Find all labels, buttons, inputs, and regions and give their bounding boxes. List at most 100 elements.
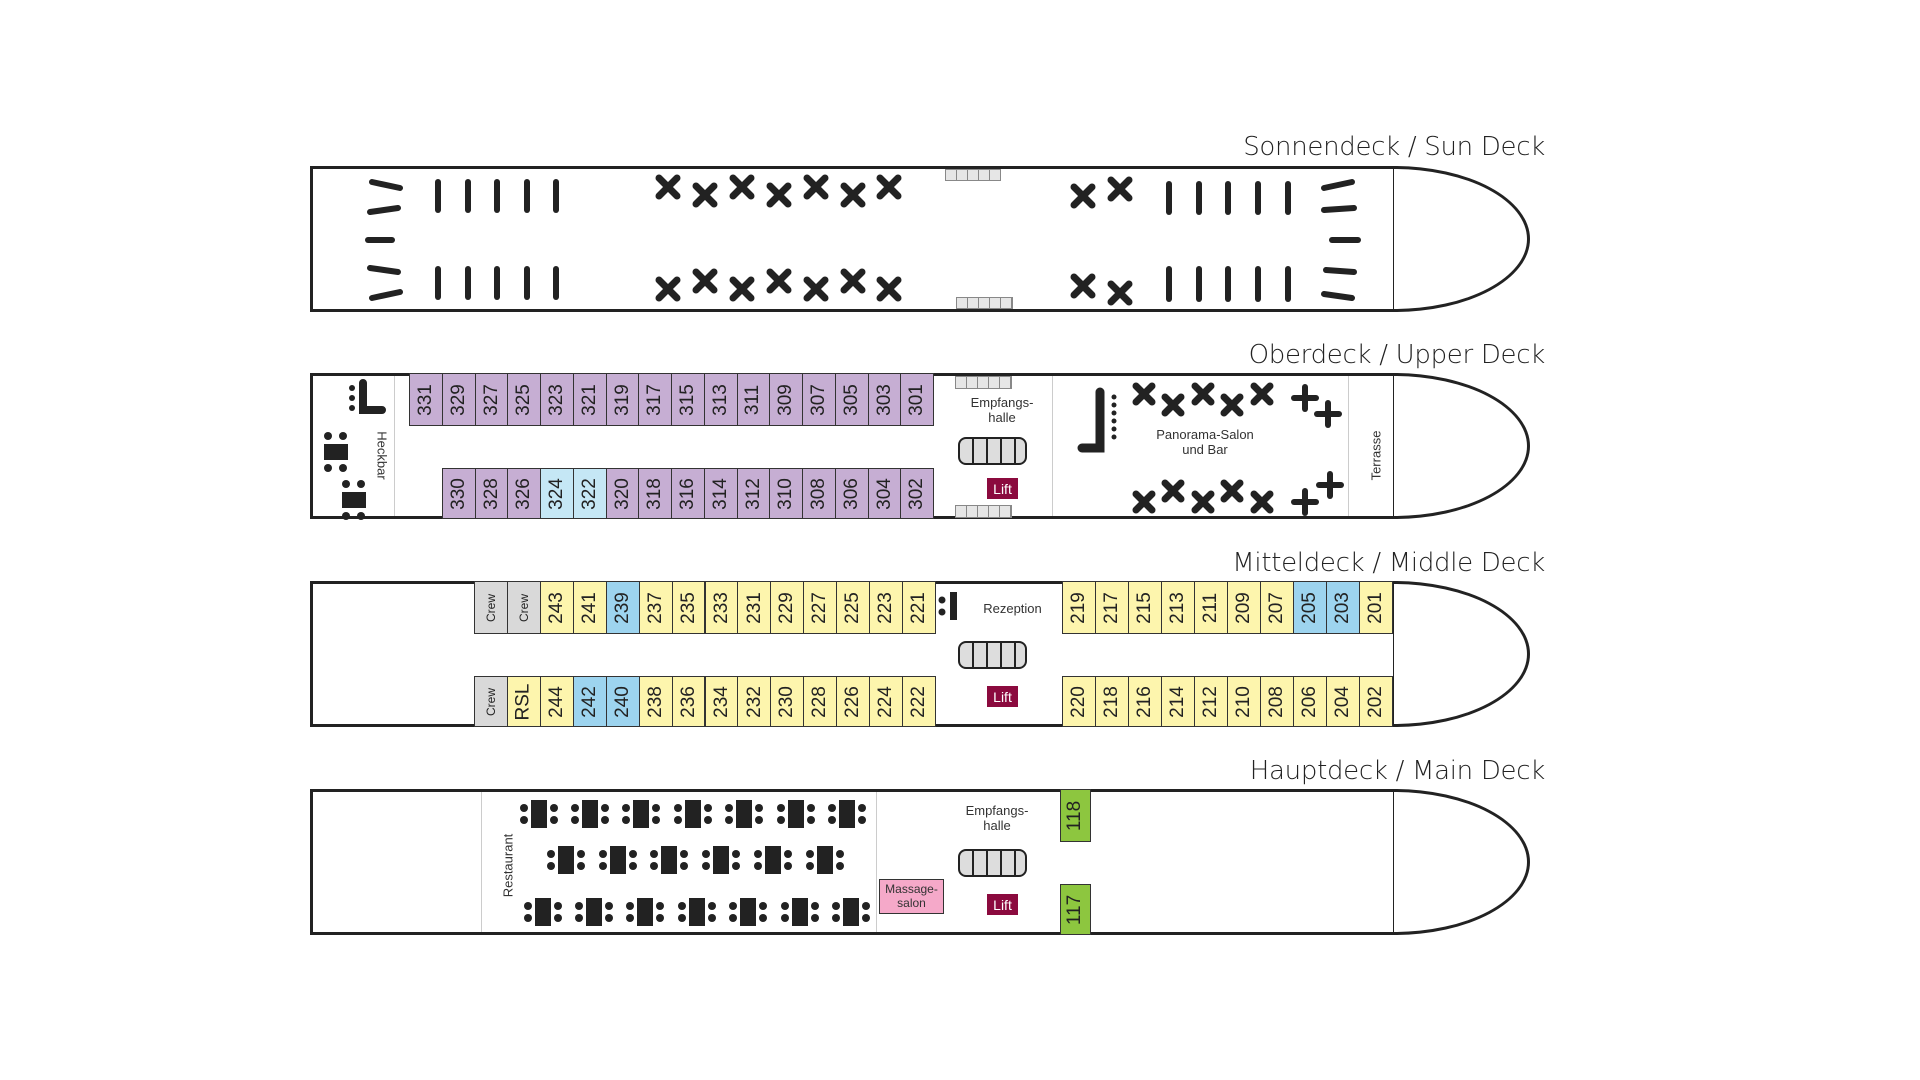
cabin[interactable]: 301 [900, 373, 934, 426]
cabin[interactable]: 309 [769, 373, 803, 426]
cabin-number: 213 [1166, 591, 1188, 624]
cabin[interactable]: 237 [638, 581, 673, 634]
cabin-number: 327 [480, 383, 502, 416]
cabin-number: 224 [875, 685, 897, 718]
cabin[interactable]: 244 [539, 676, 574, 727]
cabin[interactable]: 306 [834, 468, 869, 519]
cabin[interactable]: 326 [507, 468, 542, 519]
cabin[interactable]: 211 [1194, 581, 1228, 634]
crew-cabin[interactable]: Crew [506, 581, 541, 634]
cabin[interactable]: 220 [1062, 676, 1096, 727]
cabin[interactable]: 235 [671, 581, 706, 634]
cabin[interactable]: 210 [1227, 676, 1261, 727]
cabin[interactable]: 243 [539, 581, 574, 634]
main-deck-hull [310, 789, 1396, 935]
cabin[interactable]: 217 [1095, 581, 1129, 634]
cabin[interactable]: 330 [442, 468, 476, 519]
cabin[interactable]: 328 [474, 468, 509, 519]
cabin[interactable]: 311 [736, 373, 771, 426]
crew-cabin[interactable]: Crew [474, 581, 508, 634]
cabin[interactable]: 225 [836, 581, 871, 634]
cabin[interactable]: 319 [605, 373, 640, 426]
cabin[interactable]: 203 [1326, 581, 1360, 634]
deck-title-sun: Sonnendeck / Sun Deck [1243, 132, 1545, 162]
cabin[interactable]: 218 [1095, 676, 1129, 727]
cabin[interactable]: 238 [638, 676, 673, 727]
cabin[interactable]: 204 [1326, 676, 1360, 727]
cabin[interactable]: 208 [1260, 676, 1294, 727]
cabin-number: 323 [545, 383, 567, 416]
cabin-number: 329 [447, 383, 469, 416]
cabin[interactable]: 226 [836, 676, 871, 727]
cabin[interactable]: 316 [671, 468, 705, 519]
cabin-number: 304 [873, 477, 895, 510]
cabin[interactable]: 227 [803, 581, 838, 634]
stairs-icon [955, 376, 1012, 389]
cabin[interactable]: 234 [704, 676, 739, 727]
cabin[interactable]: 321 [572, 373, 607, 426]
cabin[interactable]: 305 [834, 373, 869, 426]
main-deck-bow [1394, 789, 1530, 935]
cabin[interactable]: 215 [1128, 581, 1162, 634]
cabin[interactable]: 327 [474, 373, 509, 426]
stairs-icon [956, 297, 1013, 309]
cabin[interactable]: 201 [1359, 581, 1393, 634]
cabin[interactable]: 303 [867, 373, 902, 426]
cabin[interactable]: 331 [409, 373, 443, 426]
cabin-number: 208 [1265, 685, 1287, 718]
cabin[interactable]: 232 [737, 676, 772, 727]
cabin[interactable]: 230 [770, 676, 805, 727]
crew-cabin[interactable]: Crew [474, 676, 508, 727]
divider [1348, 376, 1349, 516]
cabin[interactable]: 216 [1128, 676, 1162, 727]
cabin[interactable]: 310 [769, 468, 804, 519]
cabin[interactable]: 236 [671, 676, 706, 727]
cabin[interactable]: 318 [638, 468, 673, 519]
cabin[interactable]: 325 [507, 373, 541, 426]
cabin[interactable]: 314 [703, 468, 738, 519]
cabin[interactable]: 221 [902, 581, 936, 634]
cabin[interactable]: 242 [572, 676, 607, 727]
cabin[interactable]: 233 [704, 581, 739, 634]
cabin[interactable]: 118 [1060, 789, 1091, 842]
cabin[interactable]: RSL [506, 676, 541, 727]
cabin[interactable]: 302 [900, 468, 934, 519]
cabin[interactable]: 312 [736, 468, 771, 519]
cabin[interactable]: 224 [869, 676, 904, 727]
cabin[interactable]: 117 [1060, 884, 1091, 935]
cabin[interactable]: 229 [770, 581, 805, 634]
cabin[interactable]: 323 [540, 373, 574, 426]
cabin[interactable]: 315 [671, 373, 705, 426]
cabin-number: 202 [1364, 685, 1386, 718]
cabin[interactable]: 212 [1194, 676, 1228, 727]
cabin[interactable]: 307 [802, 373, 836, 426]
cabin[interactable]: 308 [802, 468, 836, 519]
cabin[interactable]: 320 [605, 468, 640, 519]
cabin[interactable]: 241 [572, 581, 607, 634]
terrace-label: Terrasse [1368, 430, 1384, 481]
cabin-number: 238 [644, 685, 666, 718]
cabin[interactable]: 231 [737, 581, 772, 634]
cabin[interactable]: 205 [1293, 581, 1327, 634]
cabin[interactable]: 219 [1062, 581, 1096, 634]
cabin[interactable]: 240 [605, 676, 640, 727]
cabin[interactable]: 317 [638, 373, 672, 426]
cabin[interactable]: 222 [902, 676, 936, 727]
cabin[interactable]: 304 [867, 468, 902, 519]
cabin[interactable]: 223 [869, 581, 904, 634]
cabin[interactable]: 213 [1161, 581, 1195, 634]
cabin[interactable]: 202 [1359, 676, 1393, 727]
cabin-number: 218 [1100, 685, 1122, 718]
cabin[interactable]: 228 [803, 676, 838, 727]
cabin[interactable]: 313 [703, 373, 738, 426]
cabin[interactable]: 322 [572, 468, 607, 519]
cabin[interactable]: 206 [1293, 676, 1327, 727]
cabin[interactable]: 324 [540, 468, 574, 519]
cabin-number: 205 [1298, 591, 1320, 624]
cabin[interactable]: 214 [1161, 676, 1195, 727]
cabin[interactable]: 207 [1260, 581, 1294, 634]
cabin[interactable]: 239 [605, 581, 640, 634]
cabin[interactable]: 329 [441, 373, 476, 426]
cabin[interactable]: 209 [1227, 581, 1261, 634]
cabin-number: Crew [483, 593, 498, 622]
